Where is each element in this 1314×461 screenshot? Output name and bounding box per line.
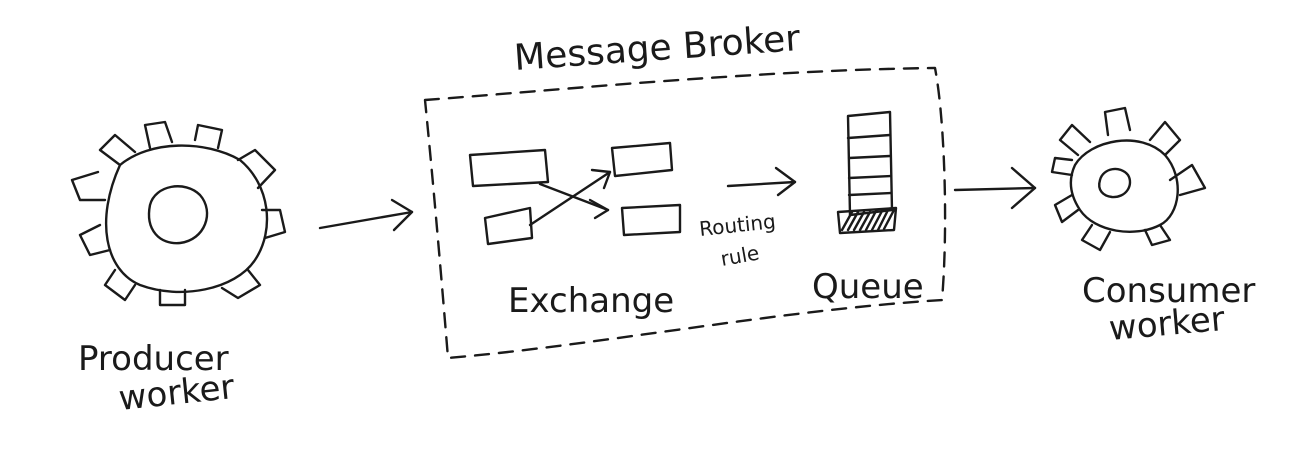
message-broker-box <box>423 66 947 360</box>
exchange-label: Exchange <box>508 281 674 321</box>
producer-worker-gear-icon <box>70 120 287 307</box>
arrow-producer-to-broker <box>318 198 414 232</box>
consumer-label-line1: Consumer <box>1082 271 1255 311</box>
broker-title-label: Message Broker <box>513 18 802 79</box>
producer-label-line1: Producer <box>78 339 229 379</box>
routing-rule-label-line1: Routing <box>698 209 777 241</box>
arrow-broker-to-consumer <box>953 166 1037 210</box>
routing-arrow <box>726 166 797 197</box>
queue-label: Queue <box>812 267 924 307</box>
queue-icon <box>836 110 898 235</box>
exchange-icon <box>468 141 682 246</box>
routing-rule-label-line2: rule <box>719 241 761 271</box>
consumer-worker-gear-icon <box>1050 106 1207 252</box>
